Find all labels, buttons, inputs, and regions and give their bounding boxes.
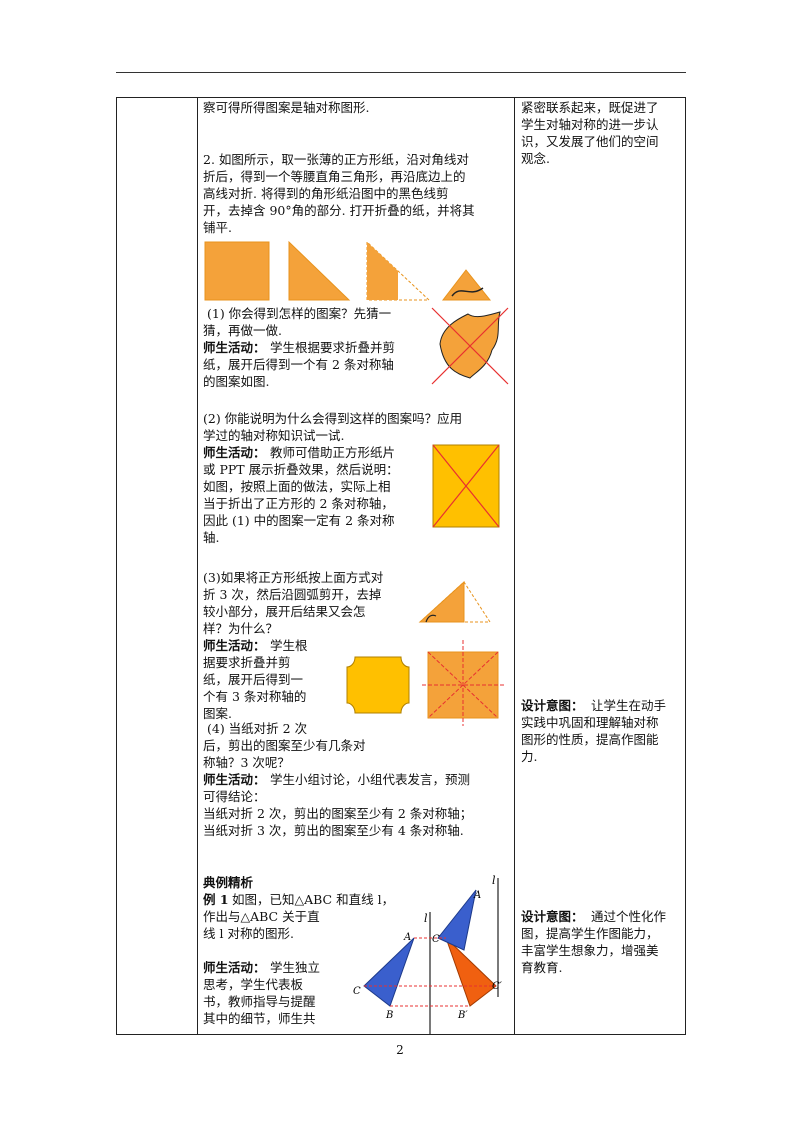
label-l: l xyxy=(424,912,428,925)
column-divider-2 xyxy=(514,98,515,1034)
four-axes-figure xyxy=(422,640,506,726)
text-line: 当纸对折 3 次，剪出的图案至少有 4 条对称轴. xyxy=(203,823,464,838)
text-line: 称轴？3 次呢？ xyxy=(203,755,290,770)
activity-label: 师生活动： xyxy=(203,340,266,355)
text-line: 识，又发展了他们的空间 xyxy=(521,134,659,149)
axis-line xyxy=(432,444,500,528)
text-line: 让学生在动手 xyxy=(591,698,667,713)
text-line: 如图，已知△ABC 和直线 l， xyxy=(232,892,395,907)
text-line: 纸，展开后得到一个有 2 条对称轴 xyxy=(203,357,394,372)
text-line: 通过个性化作 xyxy=(591,909,667,924)
design-label: 设计意图： xyxy=(521,698,584,713)
leaf-pattern-figure xyxy=(431,307,509,385)
arc-cut xyxy=(425,614,437,623)
half-fold xyxy=(367,242,398,300)
triangle-reflected xyxy=(445,937,497,1007)
cut-line xyxy=(451,287,484,297)
activity-label: 师生活动： xyxy=(203,445,266,460)
text-line: 猜，再做一做. xyxy=(203,323,282,338)
label-c: C xyxy=(353,986,361,997)
text-line: 图，提高学生作图能力， xyxy=(521,926,659,941)
label-a: A xyxy=(403,932,411,943)
text-line: 教师可借助正方形纸片 xyxy=(270,445,396,460)
text-line: 图案. xyxy=(203,706,232,721)
text-line: 其中的细节，师生共 xyxy=(203,1011,316,1026)
text-line: 学过的轴对称知识试一试. xyxy=(203,428,345,443)
text-line: 后，剪出的图案至少有几条对 xyxy=(203,738,366,753)
folding-steps-figure xyxy=(204,240,492,301)
text-line: 2. 如图所示，取一张薄的正方形纸，沿对角线对 xyxy=(203,152,469,167)
text-line: 察可得所得图案是轴对称图形. xyxy=(203,100,370,115)
cut-square xyxy=(346,656,410,714)
label-b-prime: B′ xyxy=(457,1010,468,1021)
text-line: 纸，展开后得到一 xyxy=(203,672,304,687)
header-rule xyxy=(116,72,686,73)
axis-line xyxy=(431,307,509,385)
text-line: 因此 (1) 中的图案一定有 2 条对称 xyxy=(203,513,395,528)
example-label: 例 1 xyxy=(203,892,229,907)
text-line: 或 PPT 展示折叠效果，然后说明： xyxy=(203,462,399,477)
activity-label: 师生活动： xyxy=(203,960,266,975)
text-line: 作出与△ABC 关于直 xyxy=(203,909,320,924)
text-line: 紧密联系起来，既促进了 xyxy=(521,100,659,115)
leaf-shape xyxy=(439,311,501,379)
text-line: (1) 你会得到怎样的图案？先猜一 xyxy=(207,306,392,321)
small-triangle xyxy=(441,269,492,301)
label-l: l xyxy=(492,874,496,887)
text-line: 线 l 对称的图形. xyxy=(203,926,294,941)
triangle-abc-2 xyxy=(437,889,477,951)
text-line: 如图，按照上面的做法，实际上相 xyxy=(203,479,391,494)
text-line: 据要求折叠并剪 xyxy=(203,655,291,670)
text-line: 折后，得到一个等腰直角三角形，再沿底边上的 xyxy=(203,169,466,184)
text-line: 图形的性质，提高作图能 xyxy=(521,732,659,747)
text-line: 样？为什么？ xyxy=(203,621,279,636)
text-line: (3)如果将正方形纸按上面方式对 xyxy=(203,570,384,585)
text-line: 思考，学生代表板 xyxy=(203,977,304,992)
text-line: 轴. xyxy=(203,530,220,545)
text-line: 育教育. xyxy=(521,960,563,975)
folded-part xyxy=(418,580,465,623)
label-c-prime: C′ xyxy=(492,981,503,992)
section-heading: 典例精析 xyxy=(203,875,254,890)
triangle-abc xyxy=(363,937,415,1007)
activity-label: 师生活动： xyxy=(203,772,266,787)
text-line: 学生对轴对称的进一步认 xyxy=(521,117,659,132)
text-line: (4) 当纸对折 2 次 xyxy=(207,721,308,736)
text-line: 力. xyxy=(521,749,538,764)
triangle-fold xyxy=(288,240,351,301)
octagon-pattern-figure xyxy=(346,656,410,714)
text-line: 学生根 xyxy=(270,638,308,653)
text-line: 可得结论： xyxy=(203,789,266,804)
label-c: C xyxy=(432,934,440,945)
square-paper xyxy=(204,241,270,301)
text-line: 较小部分，展开后结果又会怎 xyxy=(203,604,366,619)
reflection-figure: l l A A C C B B′ C′ xyxy=(353,874,503,1034)
activity-label: 师生活动： xyxy=(203,638,266,653)
text-line: 个有 3 条对称轴的 xyxy=(203,689,307,704)
text-line: 当纸对折 2 次，剪出的图案至少有 2 条对称轴； xyxy=(203,806,473,821)
text-line: 丰富学生想象力，增强美 xyxy=(521,943,659,958)
text-line: 当于折出了正方形的 2 条对称轴， xyxy=(203,496,394,511)
lesson-table xyxy=(116,97,686,1035)
gold-square-figure xyxy=(432,444,500,528)
design-label: 设计意图： xyxy=(521,909,584,924)
text-line: 的图案如图. xyxy=(203,374,270,389)
triple-fold-figure xyxy=(418,580,491,623)
text-line: 学生小组讨论，小组代表发言，预测 xyxy=(270,772,471,787)
text-line: 学生独立 xyxy=(270,960,321,975)
label-a: A xyxy=(473,890,481,901)
text-line: 高线对折. 将得到的角形纸沿图中的黑色线剪 xyxy=(203,186,449,201)
text-line: 书，教师指导与提醒 xyxy=(203,994,316,1009)
text-line: 铺平. xyxy=(203,220,232,235)
text-line: (2) 你能说明为什么会得到这样的图案吗？应用 xyxy=(203,411,463,426)
text-line: 折 3 次，然后沿圆弧剪开，去掉 xyxy=(203,587,382,602)
label-b: B xyxy=(385,1010,393,1021)
text-line: 开，去掉含 90°角的部分. 打开折叠的纸，并将其 xyxy=(203,203,475,218)
page-number: 2 xyxy=(396,1043,404,1057)
text-line: 学生根据要求折叠并剪 xyxy=(270,340,396,355)
text-line: 实践中巩固和理解轴对称 xyxy=(521,715,659,730)
text-line: 观念. xyxy=(521,151,550,166)
column-divider-1 xyxy=(197,98,198,1034)
